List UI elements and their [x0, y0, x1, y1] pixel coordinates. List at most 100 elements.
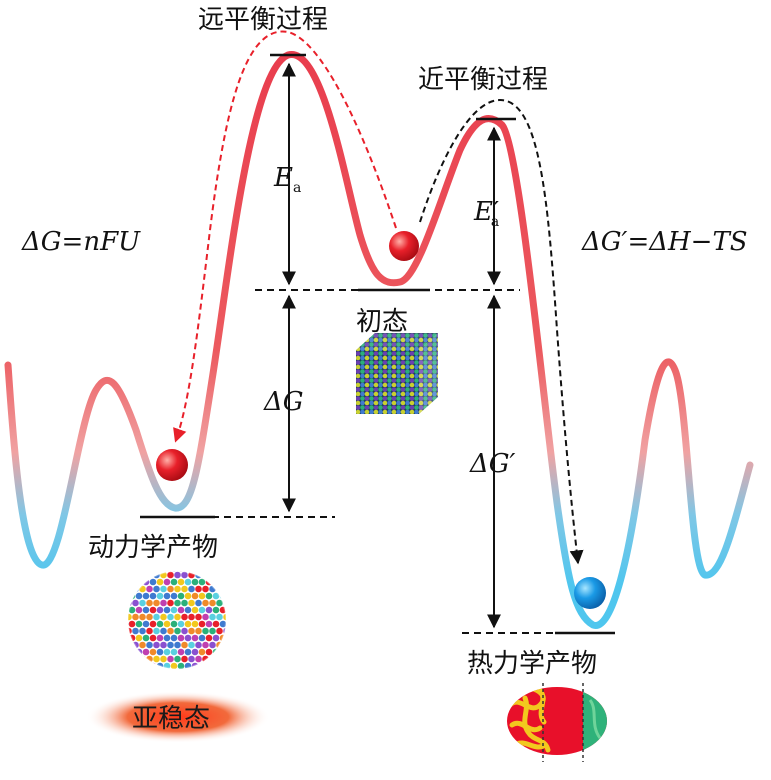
sphere-particle [156, 571, 164, 572]
sphere-particle [146, 627, 153, 635]
sphere-particle [205, 662, 213, 669]
sphere-particle [128, 641, 132, 649]
sphere-particle [209, 571, 216, 579]
sphere-particle [202, 627, 209, 635]
sphere-particle [195, 585, 202, 593]
sphere-particle [132, 655, 139, 663]
sphere-particle [209, 599, 216, 607]
far-equilibrium-label: 远平衡过程 [198, 5, 328, 35]
sphere-particle [177, 620, 185, 628]
sphere-particle [202, 571, 209, 579]
sphere-particle [167, 641, 174, 649]
sphere-particle [142, 648, 150, 656]
sphere-particle [170, 648, 178, 656]
sphere-particle [170, 578, 178, 586]
sphere-particle [149, 648, 157, 656]
sphere-particle [153, 585, 160, 593]
sphere-particle [181, 655, 188, 663]
activation-energy-label: Ea [273, 163, 301, 196]
nanoparticle-sphere-icon [127, 570, 227, 670]
sphere-particle [223, 641, 226, 649]
sphere-particle [216, 571, 223, 579]
sphere-particle [170, 592, 178, 600]
sphere-particle [139, 585, 146, 593]
sphere-particle [135, 571, 143, 572]
sphere-particle [181, 627, 188, 635]
sphere-particle [212, 578, 220, 586]
sphere-particle [223, 613, 226, 621]
near-equilibrium-label: 近平衡过程 [418, 65, 548, 95]
sphere-particle [128, 634, 129, 642]
sphere-particle [188, 655, 195, 663]
sphere-particle [160, 641, 167, 649]
sphere-particle [177, 648, 185, 656]
sphere-particle [128, 613, 132, 621]
sphere-particle [212, 571, 220, 572]
sphere-particle [170, 606, 178, 614]
sphere-particle [128, 648, 129, 656]
sphere-particle [205, 592, 213, 600]
sphere-particle [219, 571, 226, 572]
sphere-particle [219, 620, 226, 628]
initial-state-label: 初态 [356, 307, 408, 337]
sphere-particle [149, 606, 157, 614]
sphere-particle [174, 585, 181, 593]
sphere-particle [128, 578, 136, 586]
sphere-particle [142, 571, 150, 572]
sphere-particle [146, 641, 153, 649]
sphere-particle [132, 571, 139, 579]
sphere-particle [184, 620, 192, 628]
sphere-particle [170, 634, 178, 642]
metastable-label: 亚稳态 [132, 704, 210, 734]
sphere-particle [156, 606, 164, 614]
sphere-particle [128, 606, 136, 614]
delta-g-label: ΔG [263, 387, 304, 417]
sphere-particle [135, 606, 143, 614]
sphere-particle [135, 634, 143, 642]
sphere-particle [153, 641, 160, 649]
sphere-particle [167, 599, 174, 607]
sphere-particle [212, 662, 220, 669]
kinetic-product-label: 动力学产物 [88, 533, 218, 563]
sphere-particle [174, 571, 181, 579]
sphere-particle [142, 634, 150, 642]
sphere-particle [132, 627, 139, 635]
sphere-particle [163, 620, 171, 628]
sphere-particle [139, 599, 146, 607]
sphere-particle [135, 578, 143, 586]
energy-curve [4, 51, 754, 629]
sphere-particle [212, 606, 220, 614]
sphere-particle [128, 655, 132, 663]
nanoparticle-cube-icon [356, 333, 438, 414]
sphere-particle [212, 620, 220, 628]
kinetic-product-ball [156, 449, 188, 481]
sphere-particle [198, 571, 206, 572]
sphere-particle [219, 578, 226, 586]
sphere-particle [156, 648, 164, 656]
sphere-particle [174, 627, 181, 635]
sphere-particle [205, 620, 213, 628]
initial-state-ball [389, 231, 419, 261]
sphere-particle [195, 655, 202, 663]
electrochemical-equation: ΔG=nFU [21, 227, 141, 257]
sphere-particle [209, 613, 216, 621]
sphere-particle [195, 641, 202, 649]
sphere-particle [149, 592, 157, 600]
sphere-particle [184, 571, 192, 572]
sphere-particle [191, 606, 199, 614]
sphere-particle [156, 634, 164, 642]
sphere-particle [160, 627, 167, 635]
sphere-particle [170, 662, 178, 669]
metastable-glow [86, 691, 270, 743]
sphere-particle [153, 613, 160, 621]
activation-energy-prime-label: E′a [473, 197, 499, 230]
sphere-particle [128, 592, 129, 600]
sphere-particle [139, 613, 146, 621]
sphere-particle [177, 634, 185, 642]
sphere-particle [188, 599, 195, 607]
sphere-particle [202, 613, 209, 621]
sphere-particle [128, 648, 136, 656]
sphere-particle [160, 655, 167, 663]
sphere-particle [135, 662, 143, 669]
